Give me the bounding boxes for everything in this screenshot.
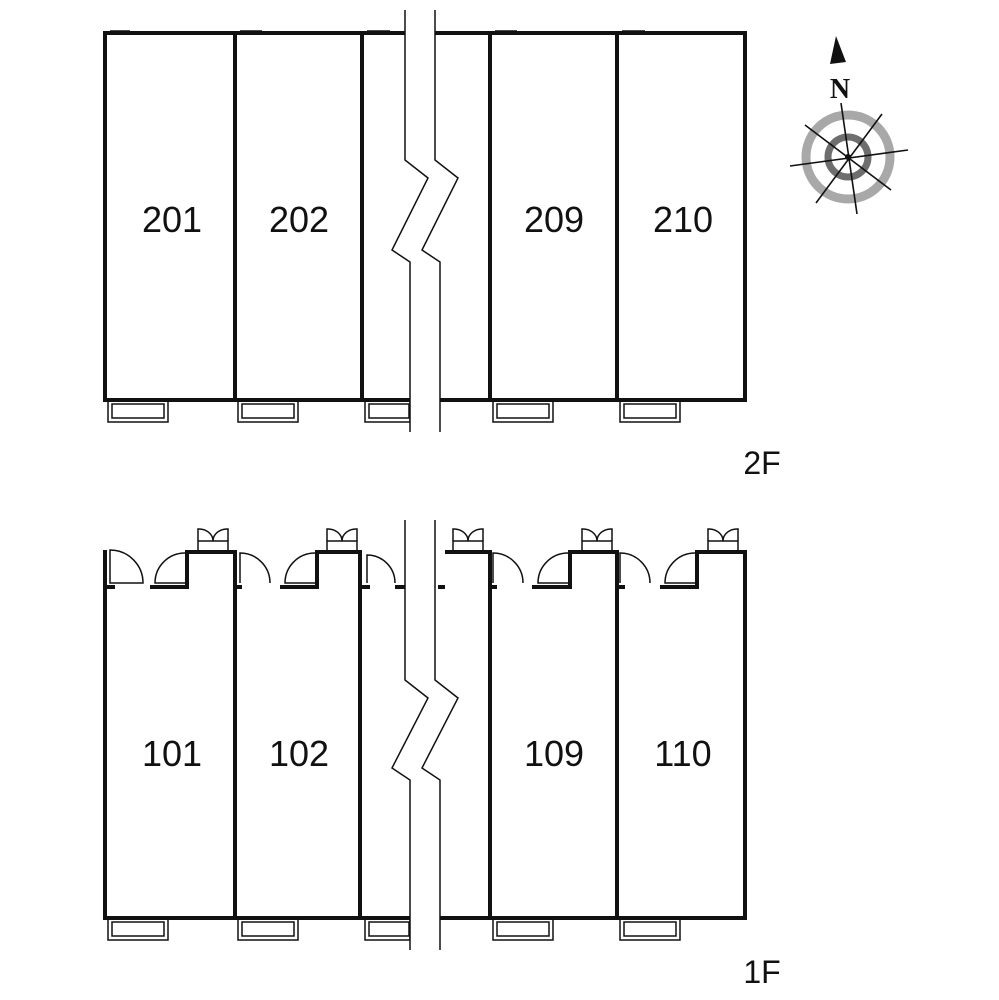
unit-label: 101	[142, 733, 202, 774]
balconies-2f	[107, 399, 681, 423]
unit-label: 102	[269, 733, 329, 774]
compass-icon: N	[789, 36, 909, 215]
break-line	[391, 520, 429, 950]
unit-entrances-1f	[105, 550, 745, 918]
meter-boxes-1f	[197, 528, 739, 552]
floor-2f: 201 202 209 210 2F	[103, 10, 781, 481]
floor-label: 2F	[743, 445, 780, 481]
unit-label: 209	[524, 199, 584, 240]
unit-dividers-2f	[233, 33, 619, 400]
break-line	[421, 520, 459, 950]
floor-1f: 101 102 109 110 1F	[103, 520, 781, 990]
balconies-1f	[107, 917, 681, 941]
break-line	[391, 10, 429, 432]
unit-label: 202	[269, 199, 329, 240]
north-label: N	[830, 74, 850, 105]
unit-label: 109	[524, 733, 584, 774]
unit-label: 201	[142, 199, 202, 240]
unit-label: 210	[653, 199, 713, 240]
doors-1f	[109, 549, 696, 584]
break-line	[421, 10, 459, 432]
unit-label: 110	[654, 733, 711, 774]
floor-label: 1F	[743, 954, 780, 990]
